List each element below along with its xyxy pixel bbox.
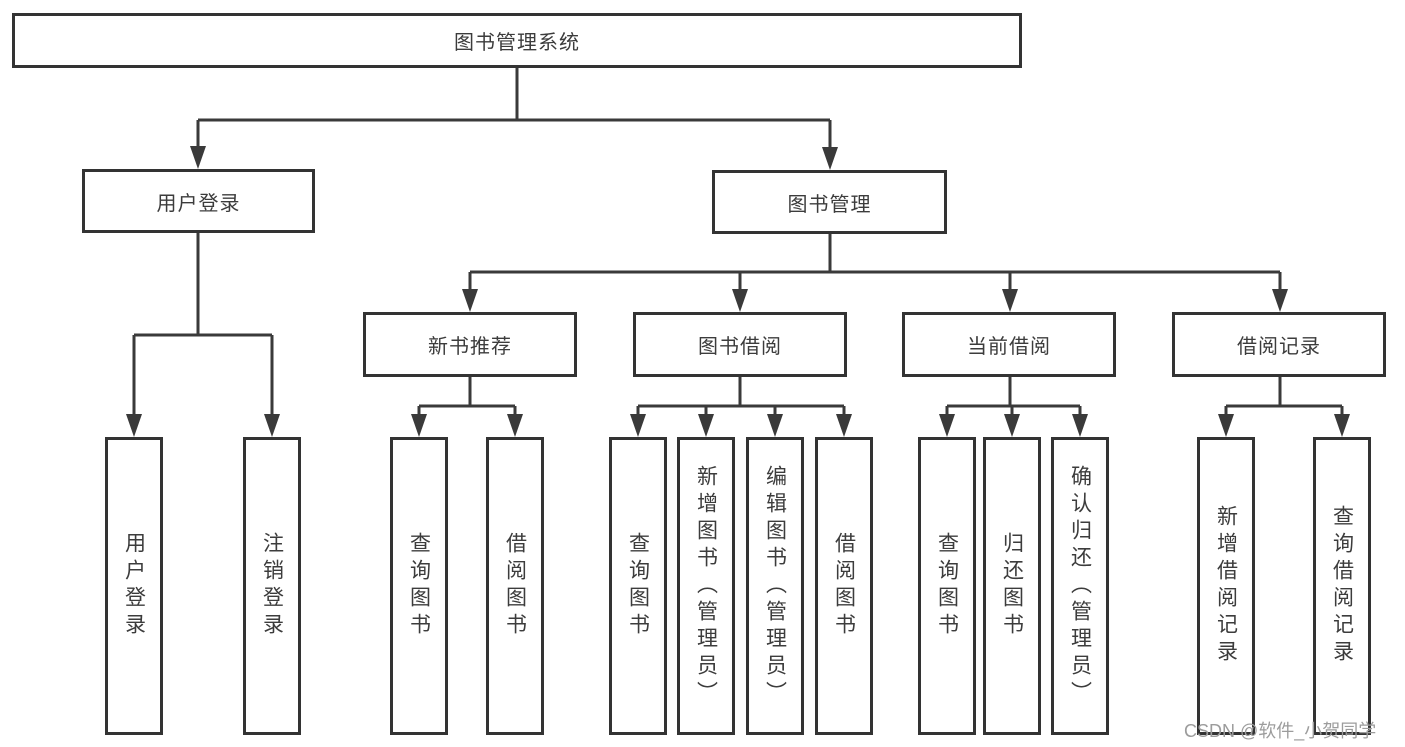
node-root-system: 图书管理系统 — [12, 13, 1022, 68]
leaf-return-books: 归还图书 — [983, 437, 1041, 735]
node-user-login: 用户登录 — [82, 169, 315, 233]
node-book-management: 图书管理 — [712, 170, 947, 234]
leaf-add-borrow-record: 新增借阅记录 — [1197, 437, 1255, 735]
node-current-borrow: 当前借阅 — [902, 312, 1116, 377]
leaf-logout: 注销登录 — [243, 437, 301, 735]
leaf-query-books-3: 查询图书 — [918, 437, 976, 735]
leaf-borrow-books-1: 借阅图书 — [486, 437, 544, 735]
leaf-confirm-return-admin: 确认归还（管理员） — [1051, 437, 1109, 735]
node-new-book-recommend: 新书推荐 — [363, 312, 577, 377]
leaf-borrow-books-2: 借阅图书 — [815, 437, 873, 735]
leaf-query-books-1: 查询图书 — [390, 437, 448, 735]
csdn-watermark: CSDN @软件_小贺同学 — [1184, 721, 1377, 741]
leaf-query-borrow-record: 查询借阅记录 — [1313, 437, 1371, 735]
leaf-add-books-admin: 新增图书（管理员） — [677, 437, 735, 735]
leaf-query-books-2: 查询图书 — [609, 437, 667, 735]
node-borrow-records: 借阅记录 — [1172, 312, 1386, 377]
leaf-user-login: 用户登录 — [105, 437, 163, 735]
node-book-borrow: 图书借阅 — [633, 312, 847, 377]
leaf-edit-books-admin: 编辑图书（管理员） — [746, 437, 804, 735]
